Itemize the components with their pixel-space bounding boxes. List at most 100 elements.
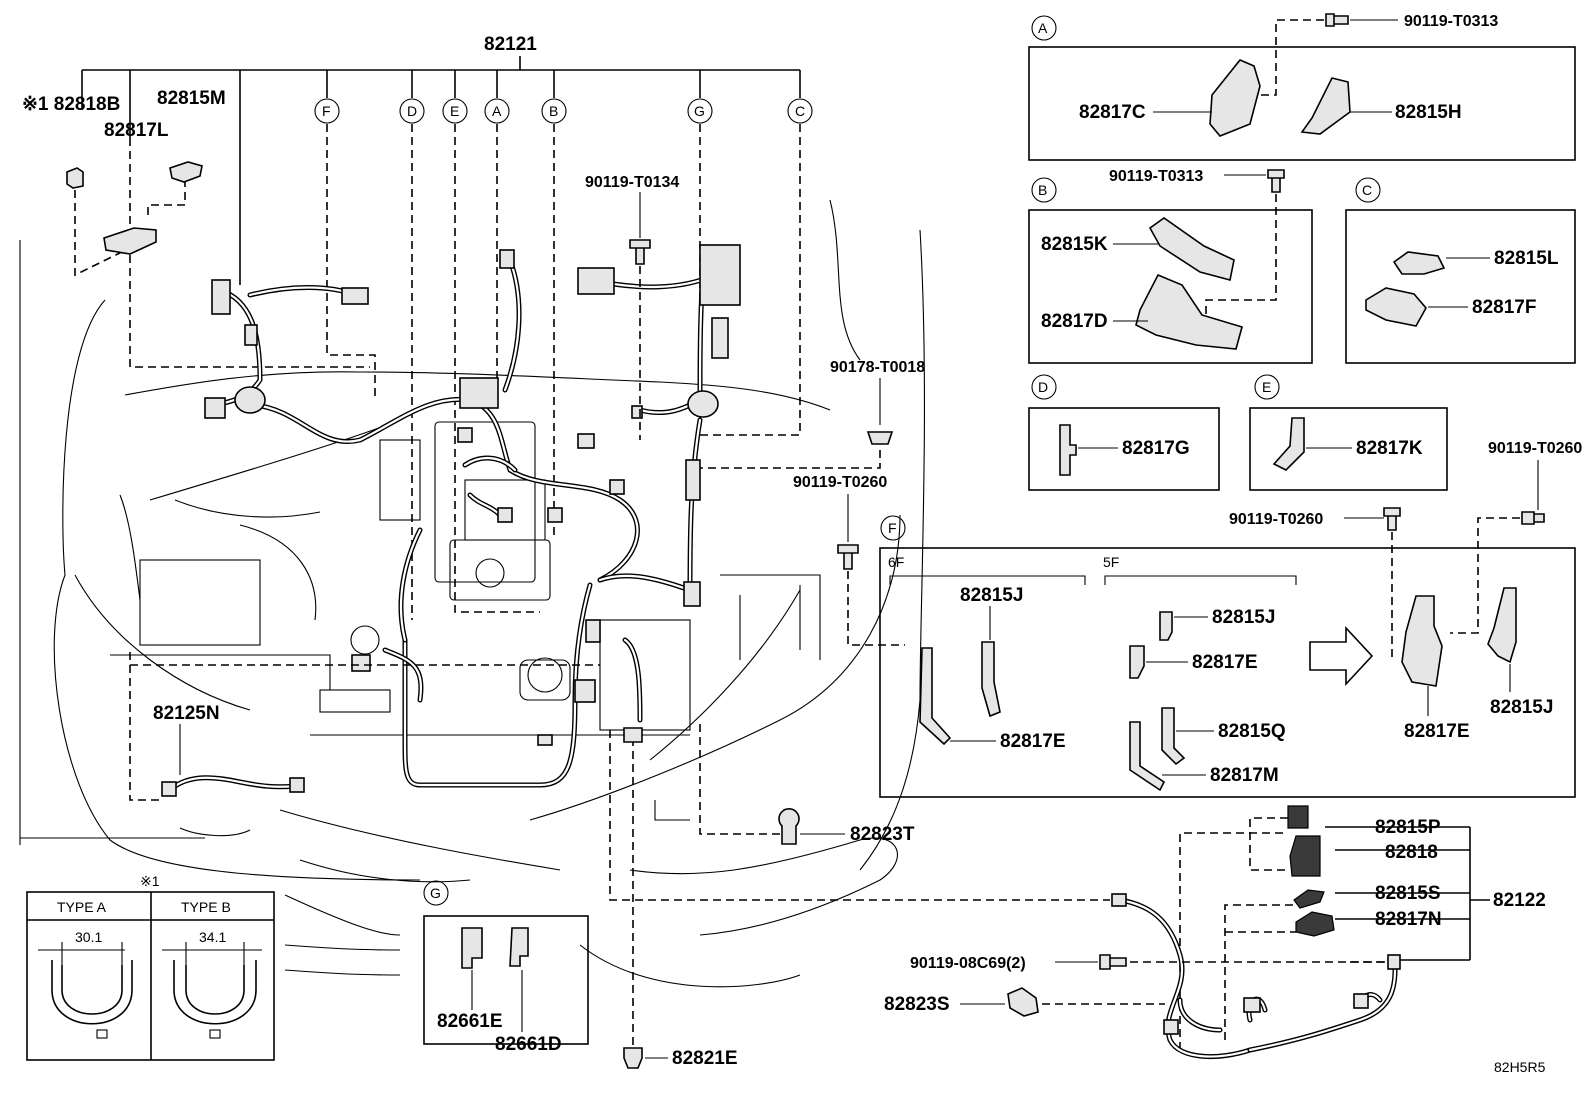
connector-icon	[459, 377, 499, 409]
clip-82821e-icon	[623, 1047, 643, 1069]
svg-text:B: B	[549, 103, 558, 119]
label-90119-t0260-center: 90119-T0260	[1229, 511, 1323, 528]
type-a-dimension: 30.1	[75, 929, 102, 945]
nut-icon	[866, 431, 894, 445]
connector-icon	[609, 479, 625, 495]
clamp-82817e-icon	[919, 647, 952, 746]
label-82815j-5f: 82815J	[1212, 607, 1275, 628]
callout-circle-a2: A	[1031, 15, 1057, 41]
clamp-type-a-icon	[51, 960, 133, 1025]
connector-icon	[547, 507, 563, 523]
clamp-82817c-icon	[1209, 59, 1261, 137]
diagram-code: 82H5R5	[1494, 1059, 1546, 1075]
grommet-icon	[234, 386, 266, 414]
connector-icon	[1243, 997, 1261, 1013]
label-82823t: 82823T	[850, 824, 915, 845]
callout-circle-b2: B	[1031, 177, 1057, 203]
clamp-82817m-icon	[1129, 721, 1166, 792]
panel-c: C 82815L 82817F	[1345, 177, 1576, 364]
label-82817k: 82817K	[1356, 438, 1423, 459]
label-82817f: 82817F	[1472, 297, 1536, 318]
label-82818b: ※1 82818B	[22, 94, 120, 115]
connector-icon	[683, 581, 701, 607]
connector-icon	[631, 405, 643, 419]
connector-icon	[161, 781, 177, 797]
callout-circle-g: G	[687, 98, 713, 124]
bracket-82815l-icon	[1392, 251, 1446, 275]
connector-icon	[1387, 954, 1401, 970]
connector-icon	[497, 507, 513, 523]
label-82815j-right: 82815J	[1490, 697, 1553, 718]
connector-icon	[711, 317, 729, 359]
engine-components	[319, 421, 691, 731]
callout-circle-d2: D	[1031, 374, 1057, 400]
label-90178-t0018: 90178-T0018	[830, 359, 925, 376]
clamp-type-b-icon	[173, 960, 257, 1025]
panel-e: E 82817K	[1249, 374, 1448, 491]
label-90119-t0260-mid: 90119-T0260	[793, 474, 887, 491]
connector-icon	[685, 459, 701, 501]
bolt-icon	[629, 239, 651, 265]
svg-text:D: D	[407, 103, 417, 119]
label-82815q: 82815Q	[1218, 721, 1286, 742]
callout-circle-c2: C	[1355, 177, 1381, 203]
main-harness-bracket: 82121	[81, 34, 801, 285]
callout-circle-c: C	[787, 98, 813, 124]
label-82661d: 82661D	[495, 1034, 562, 1055]
grommet-icon	[687, 390, 719, 418]
label-82122: 82122	[1493, 890, 1546, 911]
connector-icon	[577, 267, 615, 295]
clip-82661d-icon	[509, 927, 529, 967]
label-82815h: 82815H	[1395, 102, 1462, 123]
connector-icon	[341, 287, 369, 305]
group-label-6f: 6F	[888, 554, 904, 570]
clamp-82817e-icon	[1129, 645, 1145, 679]
main-harness-wires	[212, 247, 718, 788]
label-82817g: 82817G	[1122, 438, 1190, 459]
label-90119-t0313-a: 90119-T0313	[1404, 13, 1498, 30]
connector-icon	[204, 397, 226, 419]
clip-82823s-icon	[1007, 987, 1039, 1017]
label-82818: 82818	[1385, 842, 1438, 863]
label-82817n: 82817N	[1375, 909, 1442, 930]
harness-connectors	[204, 244, 741, 746]
bolt-icon	[1267, 169, 1285, 193]
clip-82661e-icon	[461, 927, 483, 969]
label-90119-t0260-right: 90119-T0260	[1488, 440, 1582, 457]
svg-text:G: G	[430, 885, 441, 901]
label-82815p: 82815P	[1375, 817, 1441, 838]
panel-g: G 82661E 82661D	[423, 880, 589, 1055]
label-82815s: 82815S	[1375, 883, 1441, 904]
top-left-parts: ※1 82818B 82815M 82817L	[22, 88, 226, 255]
label-82817l: 82817L	[104, 120, 169, 141]
label-82815j-6f: 82815J	[960, 585, 1023, 606]
center-fasteners: 90119-T0134 90178-T0018 90119-T0260 8282…	[585, 174, 1110, 1069]
bracket-82815h-icon	[1300, 77, 1351, 135]
grommet-icon	[623, 727, 643, 743]
bracket-82815p-icon	[1287, 805, 1309, 829]
callout-circles-top: F D E A B G C	[314, 98, 813, 124]
svg-text:C: C	[795, 103, 805, 119]
type-a-header: TYPE A	[57, 899, 107, 915]
callout-circle-b: B	[541, 98, 567, 124]
type-b-header: TYPE B	[181, 899, 231, 915]
part-82125n: 82125N	[129, 652, 600, 801]
connector-icon	[574, 679, 596, 703]
panel-d: D 82817G	[1028, 374, 1220, 491]
clip-82818b-icon	[66, 167, 84, 189]
label-82817d: 82817D	[1041, 311, 1108, 332]
connector-icon	[289, 777, 305, 793]
panel-a: A 90119-T0313 82817C 82815H	[1028, 13, 1576, 161]
panel-f: F 90119-T0260 90119-T0260 6F 82815J 8281…	[879, 440, 1582, 798]
svg-text:G: G	[694, 103, 705, 119]
bracket-82815k-icon	[1148, 217, 1235, 281]
connector-icon	[1163, 1019, 1179, 1035]
bolt-icon	[1383, 507, 1401, 531]
svg-text:A: A	[1038, 20, 1048, 36]
bracket-82817k-icon	[1272, 417, 1305, 471]
bolt-icon	[1521, 511, 1545, 525]
clamp-82817e-icon	[1401, 595, 1443, 687]
svg-text:B: B	[1038, 182, 1047, 198]
svg-text:D: D	[1038, 379, 1048, 395]
connector-icon	[351, 654, 371, 672]
